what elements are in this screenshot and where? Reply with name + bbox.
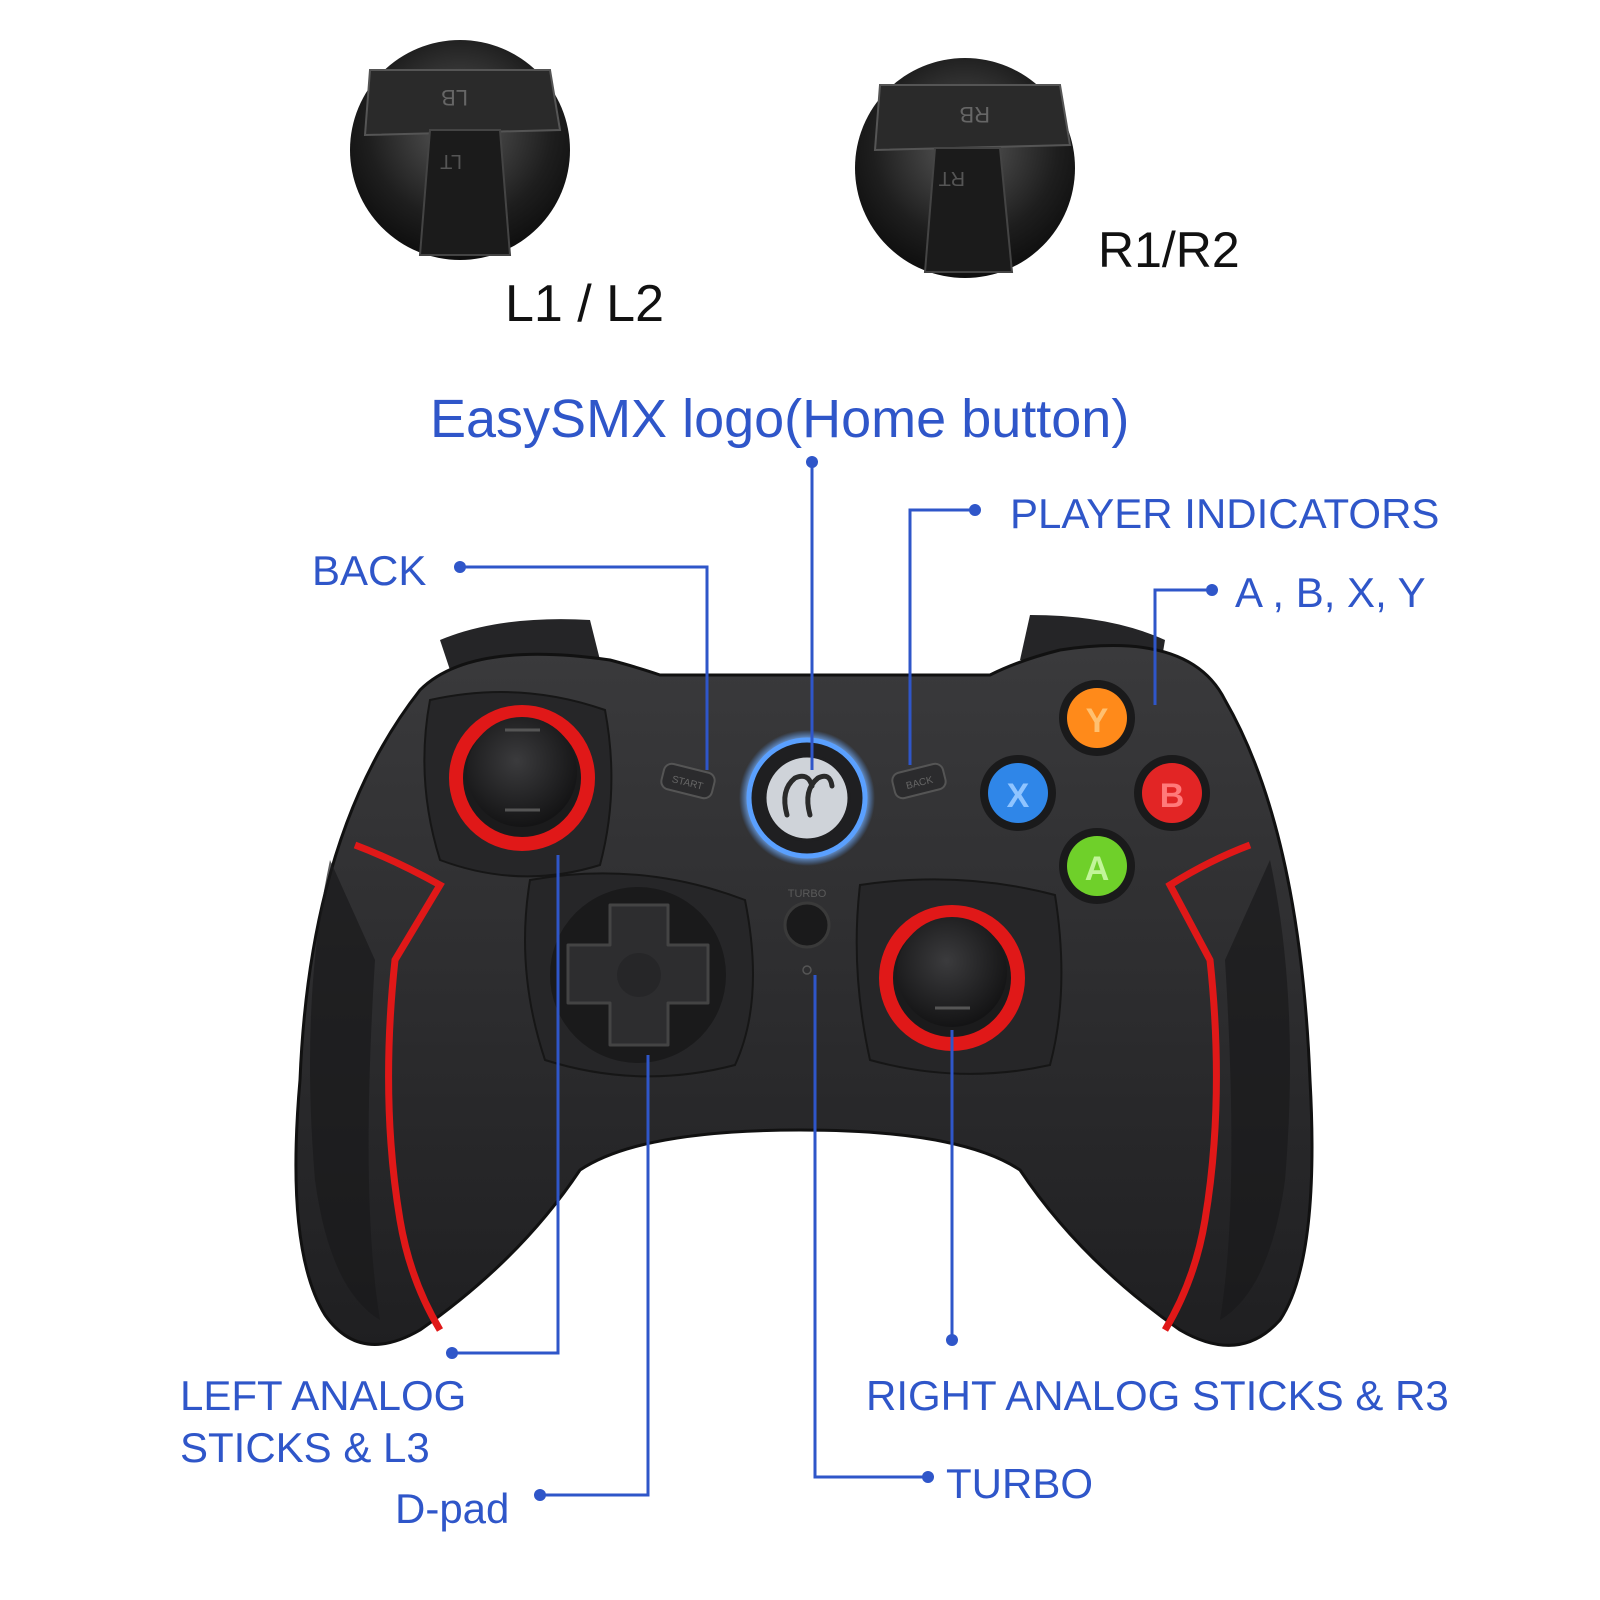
face-button-y[interactable]: Y <box>1059 680 1135 756</box>
rt-mark: RT <box>939 167 965 189</box>
face-button-b[interactable]: B <box>1134 755 1210 831</box>
right-analog-stick[interactable] <box>879 905 1025 1051</box>
right-stick-label: RIGHT ANALOG STICKS & R3 <box>866 1372 1449 1419</box>
face-button-b-letter: B <box>1160 777 1185 815</box>
back-button[interactable]: BACK <box>891 762 948 800</box>
right-trigger-inset: RB RT <box>855 58 1075 278</box>
dpad[interactable] <box>550 887 726 1063</box>
face-button-a-letter: A <box>1085 850 1110 888</box>
abxy-label: A , B, X, Y <box>1235 569 1426 616</box>
face-button-x-letter: X <box>1007 777 1030 815</box>
turbo-button-label: TURBO <box>788 888 827 900</box>
left-stick-label-line1: LEFT ANALOG <box>180 1372 467 1419</box>
home-button-title: EasySMX logo(Home button) <box>430 389 1130 449</box>
left-grip-accent <box>353 841 445 1332</box>
left-stick-label-line2: STICKS & L3 <box>180 1424 430 1471</box>
callout-lines <box>446 456 1218 1501</box>
face-button-a[interactable]: A <box>1059 828 1135 904</box>
turbo-button[interactable]: TURBO <box>783 888 831 975</box>
easysmx-logo-icon <box>782 773 835 818</box>
l1-l2-label: L1 / L2 <box>505 275 665 333</box>
face-button-y-letter: Y <box>1086 702 1109 740</box>
left-analog-stick[interactable] <box>449 705 595 851</box>
dpad-label: D-pad <box>395 1485 510 1532</box>
back-label: BACK <box>312 547 427 594</box>
left-trigger-inset: LB LT <box>350 40 570 260</box>
start-button[interactable]: START <box>660 762 717 800</box>
rb-mark: RB <box>959 102 990 127</box>
right-grip-accent <box>1161 841 1252 1332</box>
r1-r2-label: R1/R2 <box>1098 222 1240 278</box>
lt-mark: LT <box>440 150 462 172</box>
player-indicators-label: PLAYER INDICATORS <box>1010 490 1440 537</box>
turbo-label: TURBO <box>946 1460 1093 1507</box>
home-button[interactable] <box>739 730 875 866</box>
controller: START BACK TURBO <box>294 615 1314 1347</box>
face-button-x[interactable]: X <box>980 755 1056 831</box>
lb-mark: LB <box>441 85 468 110</box>
